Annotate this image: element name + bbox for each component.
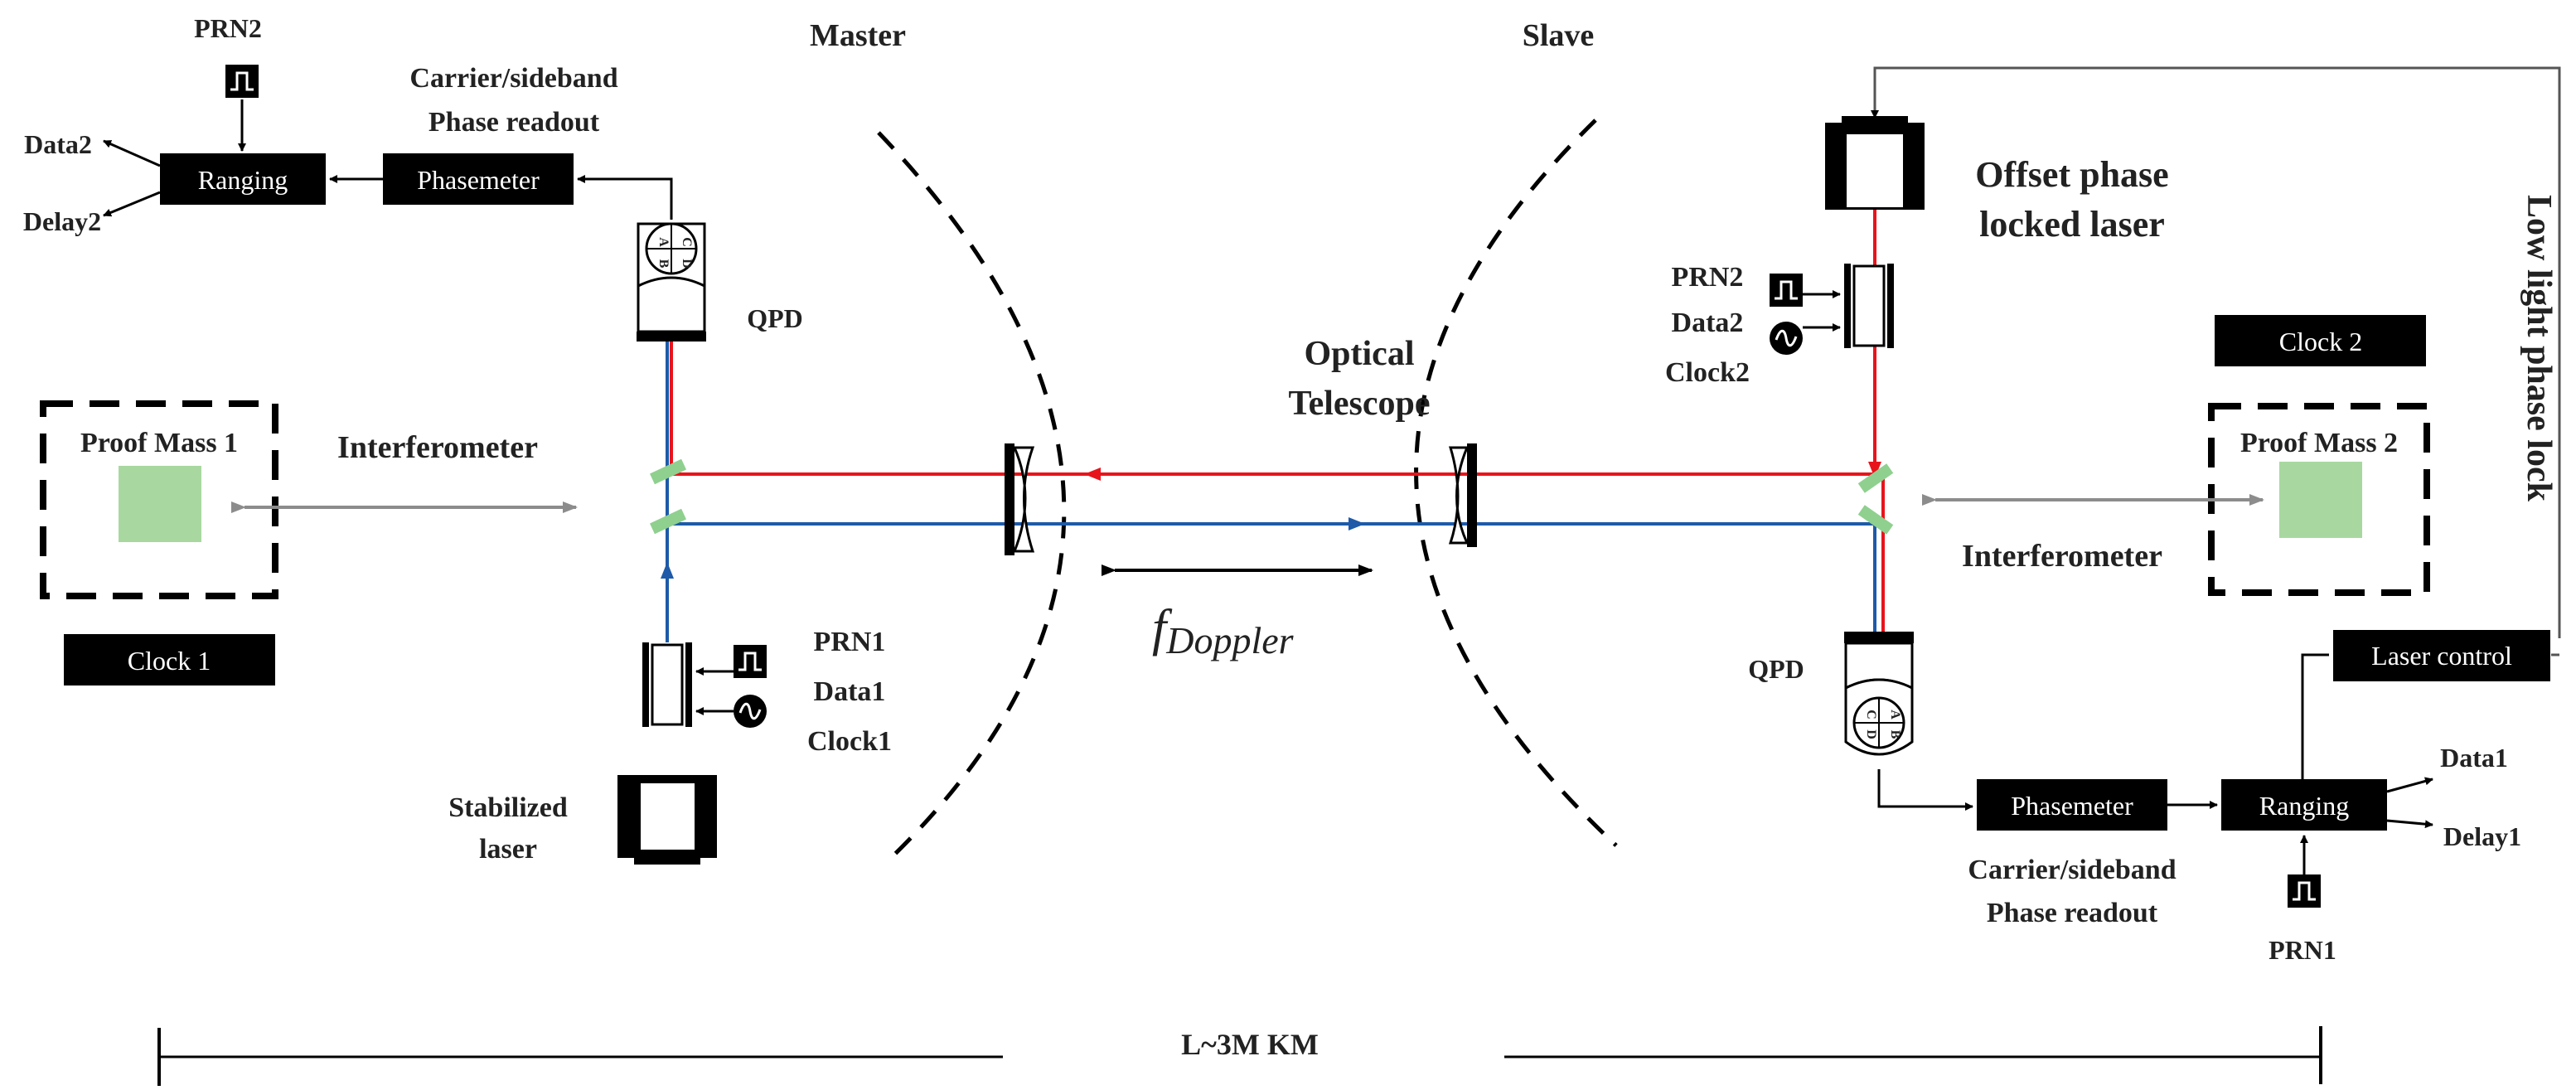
master-proof-mass-label: Proof Mass 1 [80,428,238,458]
master-readout-label-line2: Phase readout [429,107,600,138]
svg-text:C: C [680,237,694,247]
master-phasemeter-label: Phasemeter [417,165,540,195]
slave-qpd-label: QPD [1748,654,1804,684]
low-light-phase-lock-label: Low light phase lock [2520,195,2558,502]
master-mirror-top [650,458,686,485]
master-qpd-to-phasemeter-arrow [577,175,673,220]
master-prn2-label: PRN2 [194,13,262,43]
slave-delay1-arrow [2386,819,2433,829]
svg-text:A: A [1888,710,1902,719]
stabilized-laser-label-line2: laser [479,834,537,865]
ranging-to-laser-control-line [2301,653,2329,779]
low-light-phase-lock-feedback-line [1871,66,2561,638]
slave-data1-arrow [2386,777,2433,793]
master-qpd-label: QPD [747,303,803,333]
svg-text:B: B [656,259,671,269]
slave-proof-mass-label: Proof Mass 2 [2240,428,2398,458]
slave-prn1-pulse-icon [2286,873,2322,909]
master-data2-label: Data2 [24,129,92,159]
slave-prn1-label: PRN1 [2269,935,2336,965]
master-interferometer-label: Interferometer [337,430,538,465]
slave-ranging-label: Ranging [2259,791,2349,821]
slave-proof-mass [2279,462,2362,538]
svg-text:C: C [1864,710,1878,719]
master-phasemeter-box [383,153,574,205]
slave-mirror-top [1857,463,1894,493]
master-data2-arrow [103,139,161,167]
slave-clock2-sine-icon [1768,320,1804,356]
master-prn2-pulse-icon [224,63,260,99]
slave-data2-label: Data2 [1672,308,1744,338]
clock1-label: Clock 1 [128,646,211,676]
slave-ranging-box [2221,779,2387,831]
master-prn1-label: PRN1 [814,627,886,657]
master-prn1-pulse-icon [732,643,768,680]
clock2-label: Clock 2 [2279,327,2362,356]
slave-interferometer-label: Interferometer [1962,539,2162,574]
slave-phasemeter-box [1977,779,2167,831]
master-clock1-label: Clock1 [807,726,892,757]
master-proof-mass [119,466,201,542]
slave-prn2-pulse-icon [1768,272,1804,308]
svg-text:D: D [1864,729,1878,739]
svg-text:D: D [680,259,694,269]
master-telescope [1005,443,1035,555]
doppler-label: fDoppler [1152,600,1295,661]
slave-delay1-label: Delay1 [2443,821,2521,851]
master-qpd: A B C D [637,222,706,342]
master-ranging-box [160,153,326,205]
master-clock1-sine-icon [732,693,768,729]
master-mirror-bottom [650,508,686,535]
optical-telescope-label-line2: Telescope [1288,385,1430,423]
clock2-box [2215,315,2426,366]
master-readout-label-line1: Carrier/sideband [409,63,617,94]
offset-phase-locked-laser [1825,116,1925,210]
stabilized-laser [617,775,717,865]
svg-text:A: A [656,237,671,247]
svg-text:B: B [1888,730,1902,739]
master-delay2-label: Delay2 [23,206,101,236]
slave-phasemeter-label: Phasemeter [2011,791,2133,821]
slave-qpd: A B C D [1844,632,1914,756]
slave-clock2-label: Clock2 [1665,357,1750,388]
slave-label: Slave [1523,18,1595,53]
slave-mirror-bottom [1857,505,1894,535]
master-ranging-label: Ranging [198,165,288,195]
master-modulator [642,642,692,727]
distance-label: L~3M KM [1181,1028,1319,1061]
offset-laser-label-line2: locked laser [1979,204,2165,245]
slave-qpd-to-phasemeter-arrow [1877,769,1973,811]
slave-prn2-label: PRN2 [1672,262,1744,293]
slave-modulator [1844,264,1894,348]
master-delay2-arrow [103,191,161,217]
master-wavefront-arc [877,131,1067,860]
slave-wavefront-arc [1414,119,1618,847]
clock1-box [64,634,275,685]
stabilized-laser-label-line1: Stabilized [448,792,568,823]
slave-telescope [1448,443,1477,547]
master-proof-mass-enclosure [40,400,278,599]
master-label: Master [810,18,906,53]
offset-laser-label-line1: Offset phase [1975,154,2168,195]
slave-data1-label: Data1 [2440,743,2508,773]
slave-readout-label-line2: Phase readout [1987,898,2158,928]
optical-telescope-label-line1: Optical [1305,335,1415,373]
slave-readout-label-line1: Carrier/sideband [1968,855,2176,885]
master-data1-label: Data1 [814,676,886,707]
laser-control-box [2333,630,2550,681]
laser-control-label: Laser control [2371,641,2512,671]
